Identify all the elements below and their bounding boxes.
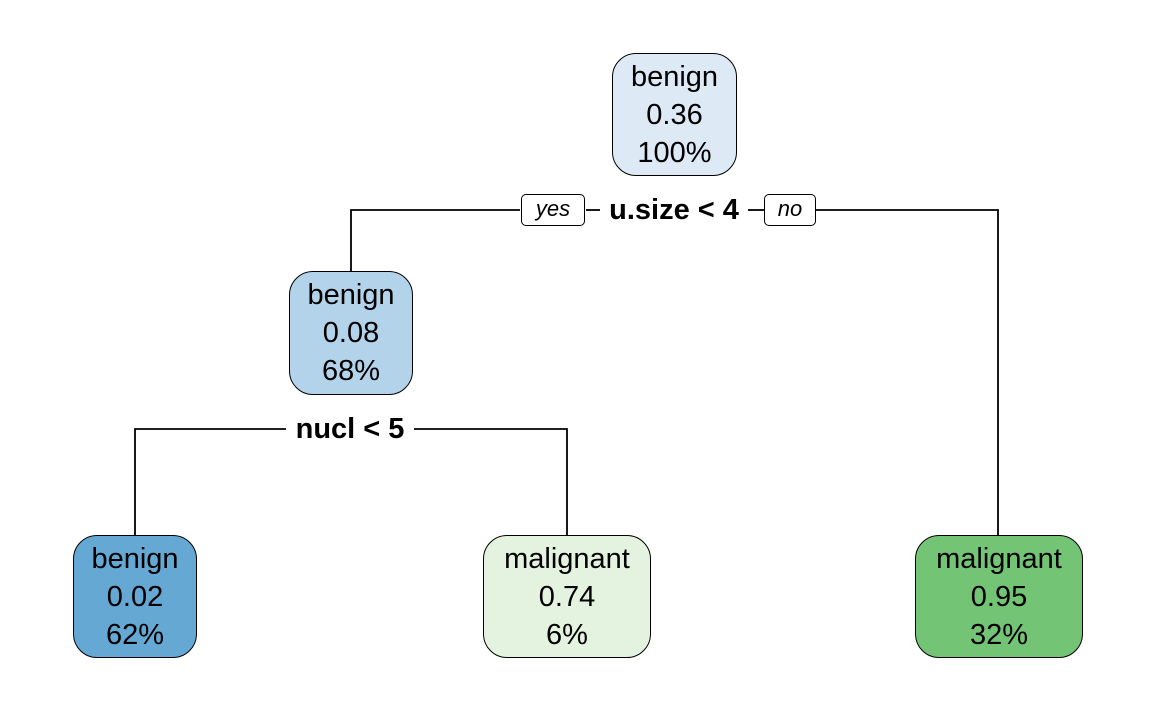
- node-class-label: malignant: [936, 542, 1062, 575]
- no-branch-label: no: [764, 194, 816, 226]
- tree-leaf-1: benign 0.02 62%: [73, 535, 197, 658]
- node-class-label: benign: [630, 60, 719, 93]
- edge-left-right: [414, 428, 568, 535]
- node-class-label: benign: [307, 279, 395, 311]
- edge-root-right: [816, 209, 999, 535]
- node-percent: 100%: [637, 136, 712, 169]
- node-percent: 62%: [105, 618, 165, 651]
- root-split-condition: u.size < 4: [605, 192, 743, 228]
- node-probability: 0.74: [538, 580, 596, 613]
- node-percent: 68%: [321, 355, 381, 387]
- edge-left-left: [134, 428, 286, 535]
- tree-leaf-3: malignant 0.95 32%: [915, 535, 1083, 658]
- tree-node-left: benign 0.08 68%: [289, 271, 413, 395]
- tree-node-root: benign 0.36 100%: [612, 53, 737, 176]
- node-class-label: benign: [91, 542, 179, 575]
- yes-branch-label: yes: [521, 194, 585, 226]
- node-probability: 0.95: [970, 580, 1028, 613]
- node-percent: 6%: [546, 618, 588, 651]
- node-probability: 0.36: [646, 98, 703, 131]
- left-split-condition: nucl < 5: [291, 411, 409, 447]
- node-probability: 0.08: [322, 317, 380, 349]
- node-class-label: malignant: [504, 542, 630, 575]
- node-percent: 32%: [969, 618, 1029, 651]
- node-probability: 0.02: [106, 580, 164, 613]
- edge-root-left: [350, 209, 520, 271]
- tree-leaf-2: malignant 0.74 6%: [483, 535, 651, 658]
